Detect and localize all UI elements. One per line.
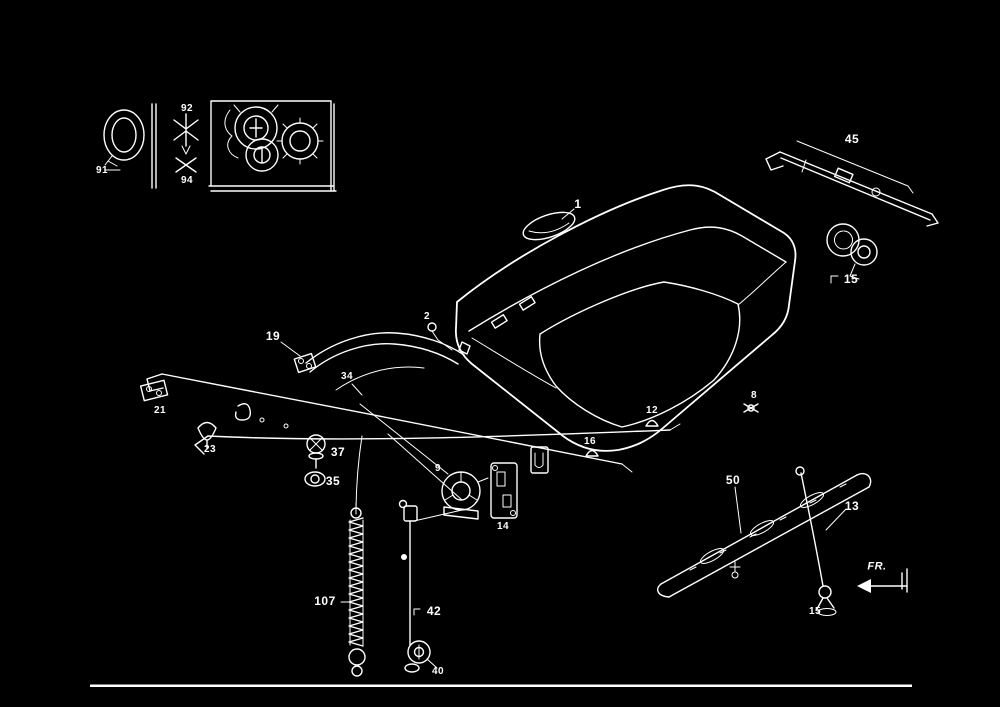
fr-marker-label: FR. — [867, 560, 887, 573]
part-label-15: 15 — [843, 272, 859, 286]
fr-arrow — [857, 569, 907, 593]
part-label-35: 35 — [325, 474, 341, 488]
bottom-rule — [90, 684, 912, 687]
part-label-40: 40 — [431, 666, 445, 677]
lid-clip-icon — [428, 323, 470, 354]
part-label-2: 2 — [423, 311, 431, 322]
leader-15 — [831, 276, 838, 283]
hinge-arms — [281, 333, 464, 395]
grommet-icon — [104, 110, 144, 170]
stay-rod — [766, 141, 938, 226]
part-label-45: 45 — [844, 132, 860, 146]
lock-rod — [400, 501, 463, 673]
part-label-8: 8 — [750, 390, 758, 401]
part-label-34: 34 — [340, 371, 354, 382]
coil-spring — [341, 503, 365, 676]
leader-1 — [562, 209, 574, 219]
legend-divider — [152, 104, 156, 188]
nut-icon — [305, 472, 325, 486]
part-label-21: 21 — [153, 405, 167, 416]
part-label-92: 92 — [180, 103, 194, 114]
clip-icon — [174, 114, 198, 154]
part-label-19: 19 — [265, 329, 281, 343]
lock-cylinder-set-icon — [225, 105, 323, 171]
garnish-bar — [658, 474, 871, 597]
part-label-13: 13 — [844, 499, 860, 513]
latch-assembly — [442, 447, 548, 519]
lock-cylinder-right — [827, 224, 877, 283]
legend-frame — [209, 101, 336, 191]
trunk-lid — [428, 185, 796, 456]
part-label-107: 107 — [314, 594, 336, 608]
part-label-94: 94 — [180, 175, 194, 186]
part-label-16: 16 — [583, 436, 597, 447]
part-label-42: 42 — [426, 604, 442, 618]
clip-icon — [176, 158, 196, 172]
leader-50 — [735, 487, 741, 533]
cushion-icon — [586, 451, 598, 457]
leader-42 — [414, 609, 420, 615]
lid-pad-icon — [520, 207, 578, 245]
part-label-1: 1 — [574, 197, 582, 211]
leader-34 — [352, 384, 362, 395]
part-label-23: 23 — [203, 444, 217, 455]
cushion-icon — [646, 421, 658, 427]
leader-13 — [826, 509, 846, 530]
part-label-14: 14 — [496, 521, 510, 532]
part-label-37: 37 — [330, 445, 346, 459]
part-label-91: 91 — [95, 165, 109, 176]
lid-cushion-icon — [744, 404, 758, 412]
part-label-9: 9 — [434, 463, 442, 474]
torsion-bars — [147, 374, 680, 472]
part-label-12: 12 — [645, 405, 659, 416]
part-label-15b: 15 — [808, 606, 822, 617]
legend-box — [104, 101, 336, 191]
support-rod — [796, 467, 846, 616]
bolt-icon — [307, 435, 325, 468]
part-label-50: 50 — [725, 473, 741, 487]
leader-19 — [281, 342, 300, 356]
